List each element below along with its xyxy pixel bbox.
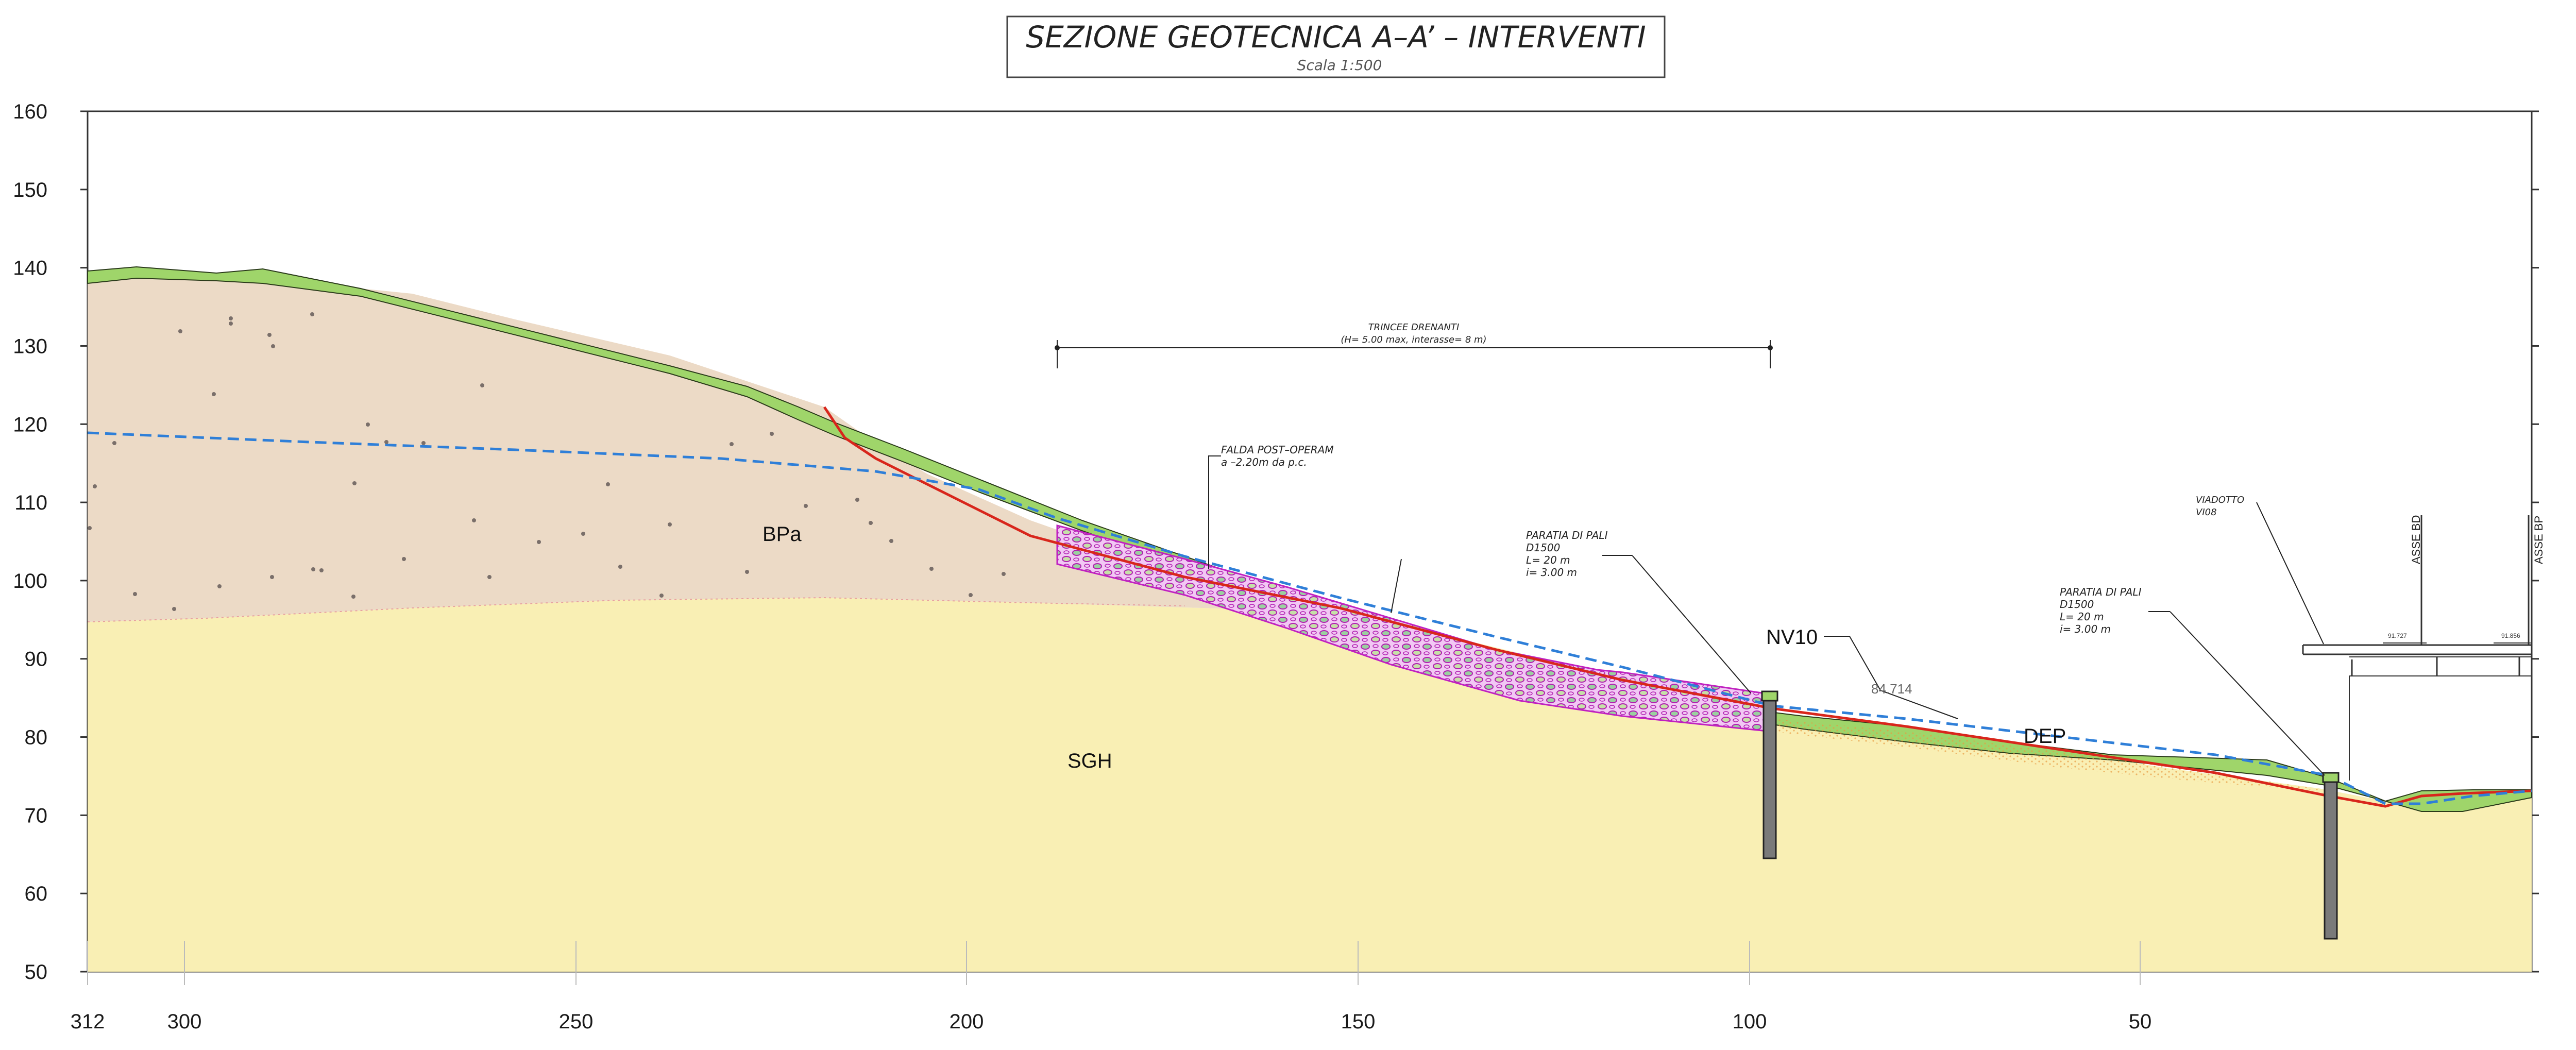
x-tick-label: 100 [1733, 1010, 1767, 1033]
water-table-line [87, 431, 2532, 805]
paratia1-label-2: D1500 [1526, 541, 1560, 554]
soil-layers [87, 266, 2532, 972]
drawing-scale: Scala 1:500 [1297, 57, 1382, 74]
dep-label: DEP [2024, 725, 2066, 748]
paratia2-label-1: PARATIA DI PALI [2060, 586, 2142, 598]
y-tick-label: 50 [25, 961, 48, 984]
layer-bpa [88, 278, 1340, 622]
viadotto-label-2: VI08 [2196, 507, 2217, 518]
y-tick-label: 130 [13, 335, 47, 358]
x-tick-label: 150 [1341, 1010, 1376, 1033]
trench-label-1: TRINCEE DRENANTI [1368, 322, 1460, 333]
viaduct-structure [2302, 515, 2532, 788]
trench-label-2: (H= 5.00 max, interasse= 8 m) [1341, 334, 1486, 345]
y-tick-label: 160 [13, 100, 47, 123]
y-tick-label: 100 [13, 570, 47, 592]
drawing-title: SEZIONE GEOTECNICA A–A’ – INTERVENTI [1026, 20, 1646, 55]
y-axis-left: 160 150 140 130 120 110 100 90 80 70 60 50 [13, 100, 88, 984]
y-tick-label: 120 [13, 413, 47, 436]
pile-wall-2 [2322, 772, 2340, 940]
leader-lines [1208, 455, 2325, 776]
y-tick-label: 80 [25, 726, 48, 749]
title-block: SEZIONE GEOTECNICA A–A’ – INTERVENTI Sca… [1006, 15, 1666, 78]
layer-sgh [88, 598, 2532, 972]
viaduct-elevation-2: 91.856 [2501, 632, 2520, 639]
nv10-elevation: 84.714 [1871, 681, 1912, 697]
nv10-label: NV10 [1766, 626, 1818, 649]
bpa-gravel-dots [88, 312, 1006, 611]
y-tick-label: 70 [25, 804, 48, 827]
y-tick-label: 90 [25, 648, 48, 671]
paratia2-label-4: i= 3.00 m [2060, 623, 2111, 635]
x-tick-label: 312 [71, 1010, 105, 1033]
paratia2-label-3: L= 20 m [2060, 611, 2104, 623]
x-tick-label: 250 [559, 1010, 594, 1033]
y-tick-label: 150 [13, 179, 47, 201]
paratia2-label-2: D1500 [2060, 598, 2094, 611]
paratia1-label-4: i= 3.00 m [1526, 566, 1577, 579]
title-frame [1006, 15, 1666, 78]
viaduct-elevation-1: 91.727 [2388, 632, 2407, 639]
asse-bd-label: ASSE BD [2410, 515, 2422, 564]
x-tick-label: 300 [167, 1010, 202, 1033]
x-tick-label: 200 [950, 1010, 984, 1033]
falda-label-1: FALDA POST–OPERAM [1221, 444, 1334, 456]
pile-wall-1 [1761, 690, 1778, 859]
y-tick-label: 60 [25, 883, 48, 905]
bpa-label: BPa [762, 523, 802, 546]
x-tick-label: 50 [2129, 1010, 2152, 1033]
falda-label-2: a –2.20m da p.c. [1221, 456, 1307, 468]
paratia1-label-1: PARATIA DI PALI [1526, 529, 1608, 541]
paratia1-label-3: L= 20 m [1526, 554, 1570, 566]
sgh-label: SGH [1067, 750, 1112, 772]
asse-bp-label: ASSE BP [2532, 516, 2545, 564]
x-axis: 312 300 250 200 150 100 50 [71, 941, 2152, 1033]
trench-dimension [1055, 340, 1773, 368]
y-tick-label: 110 [14, 492, 47, 514]
y-tick-label: 140 [13, 257, 47, 280]
viadotto-label-1: VIADOTTO [2196, 495, 2244, 505]
